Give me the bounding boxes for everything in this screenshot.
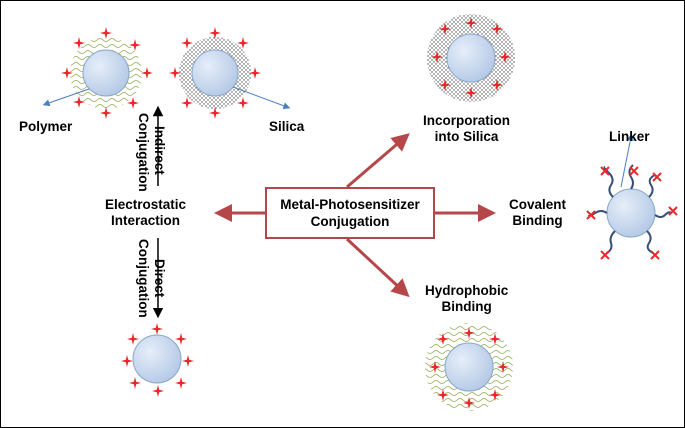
silica-label: Silica — [269, 119, 305, 134]
direct-conjugated-nanoparticle — [121, 323, 194, 397]
hydrophobic-line1: Hydrophobic — [425, 283, 509, 298]
arrow-to-hydrophobic — [345, 237, 410, 298]
covalent-binding-label: Covalent Binding — [509, 197, 566, 229]
electrostatic-line1: Electrostatic — [105, 197, 187, 212]
polymer-nanoparticle — [42, 27, 153, 119]
silica-nanoparticle — [169, 27, 291, 119]
indirect-label-line2: Conjugation — [136, 113, 151, 192]
electrostatic-line2: Interaction — [111, 213, 181, 228]
incorporation-into-silica-label: Incorporation into Silica — [423, 113, 510, 145]
hydrophobic-nanoparticle — [425, 323, 513, 411]
indirect-conjugation-label: Indirect Conjugation — [135, 113, 167, 192]
electrostatic-interaction-label: Electrostatic Interaction — [105, 197, 186, 229]
metal-photosensitizer-conjugation-box: Metal-Photosensitizer Conjugation — [265, 187, 435, 239]
covalent-line2: Binding — [512, 213, 563, 228]
direct-conjugation-label: Direct Conjugation — [135, 239, 167, 318]
incorporation-line1: Incorporation — [423, 113, 510, 128]
direct-label-line1: Direct — [152, 258, 167, 298]
hydrophobic-binding-label: Hydrophobic Binding — [425, 283, 508, 315]
covalent-line1: Covalent — [509, 197, 567, 212]
silica-incorporated-nanoparticle — [427, 14, 515, 102]
covalent-nanoparticle — [586, 133, 678, 260]
incorporation-line2: into Silica — [434, 129, 499, 144]
hydrophobic-line2: Binding — [441, 299, 492, 314]
arrow-to-incorporation — [346, 133, 410, 189]
center-title-line2: Conjugation — [310, 214, 390, 229]
linker-label: Linker — [609, 129, 650, 144]
direct-label-line2: Conjugation — [136, 239, 151, 318]
indirect-label-line1: Indirect — [152, 125, 167, 175]
center-title-line1: Metal-Photosensitizer — [280, 197, 420, 212]
polymer-label: Polymer — [19, 119, 73, 134]
